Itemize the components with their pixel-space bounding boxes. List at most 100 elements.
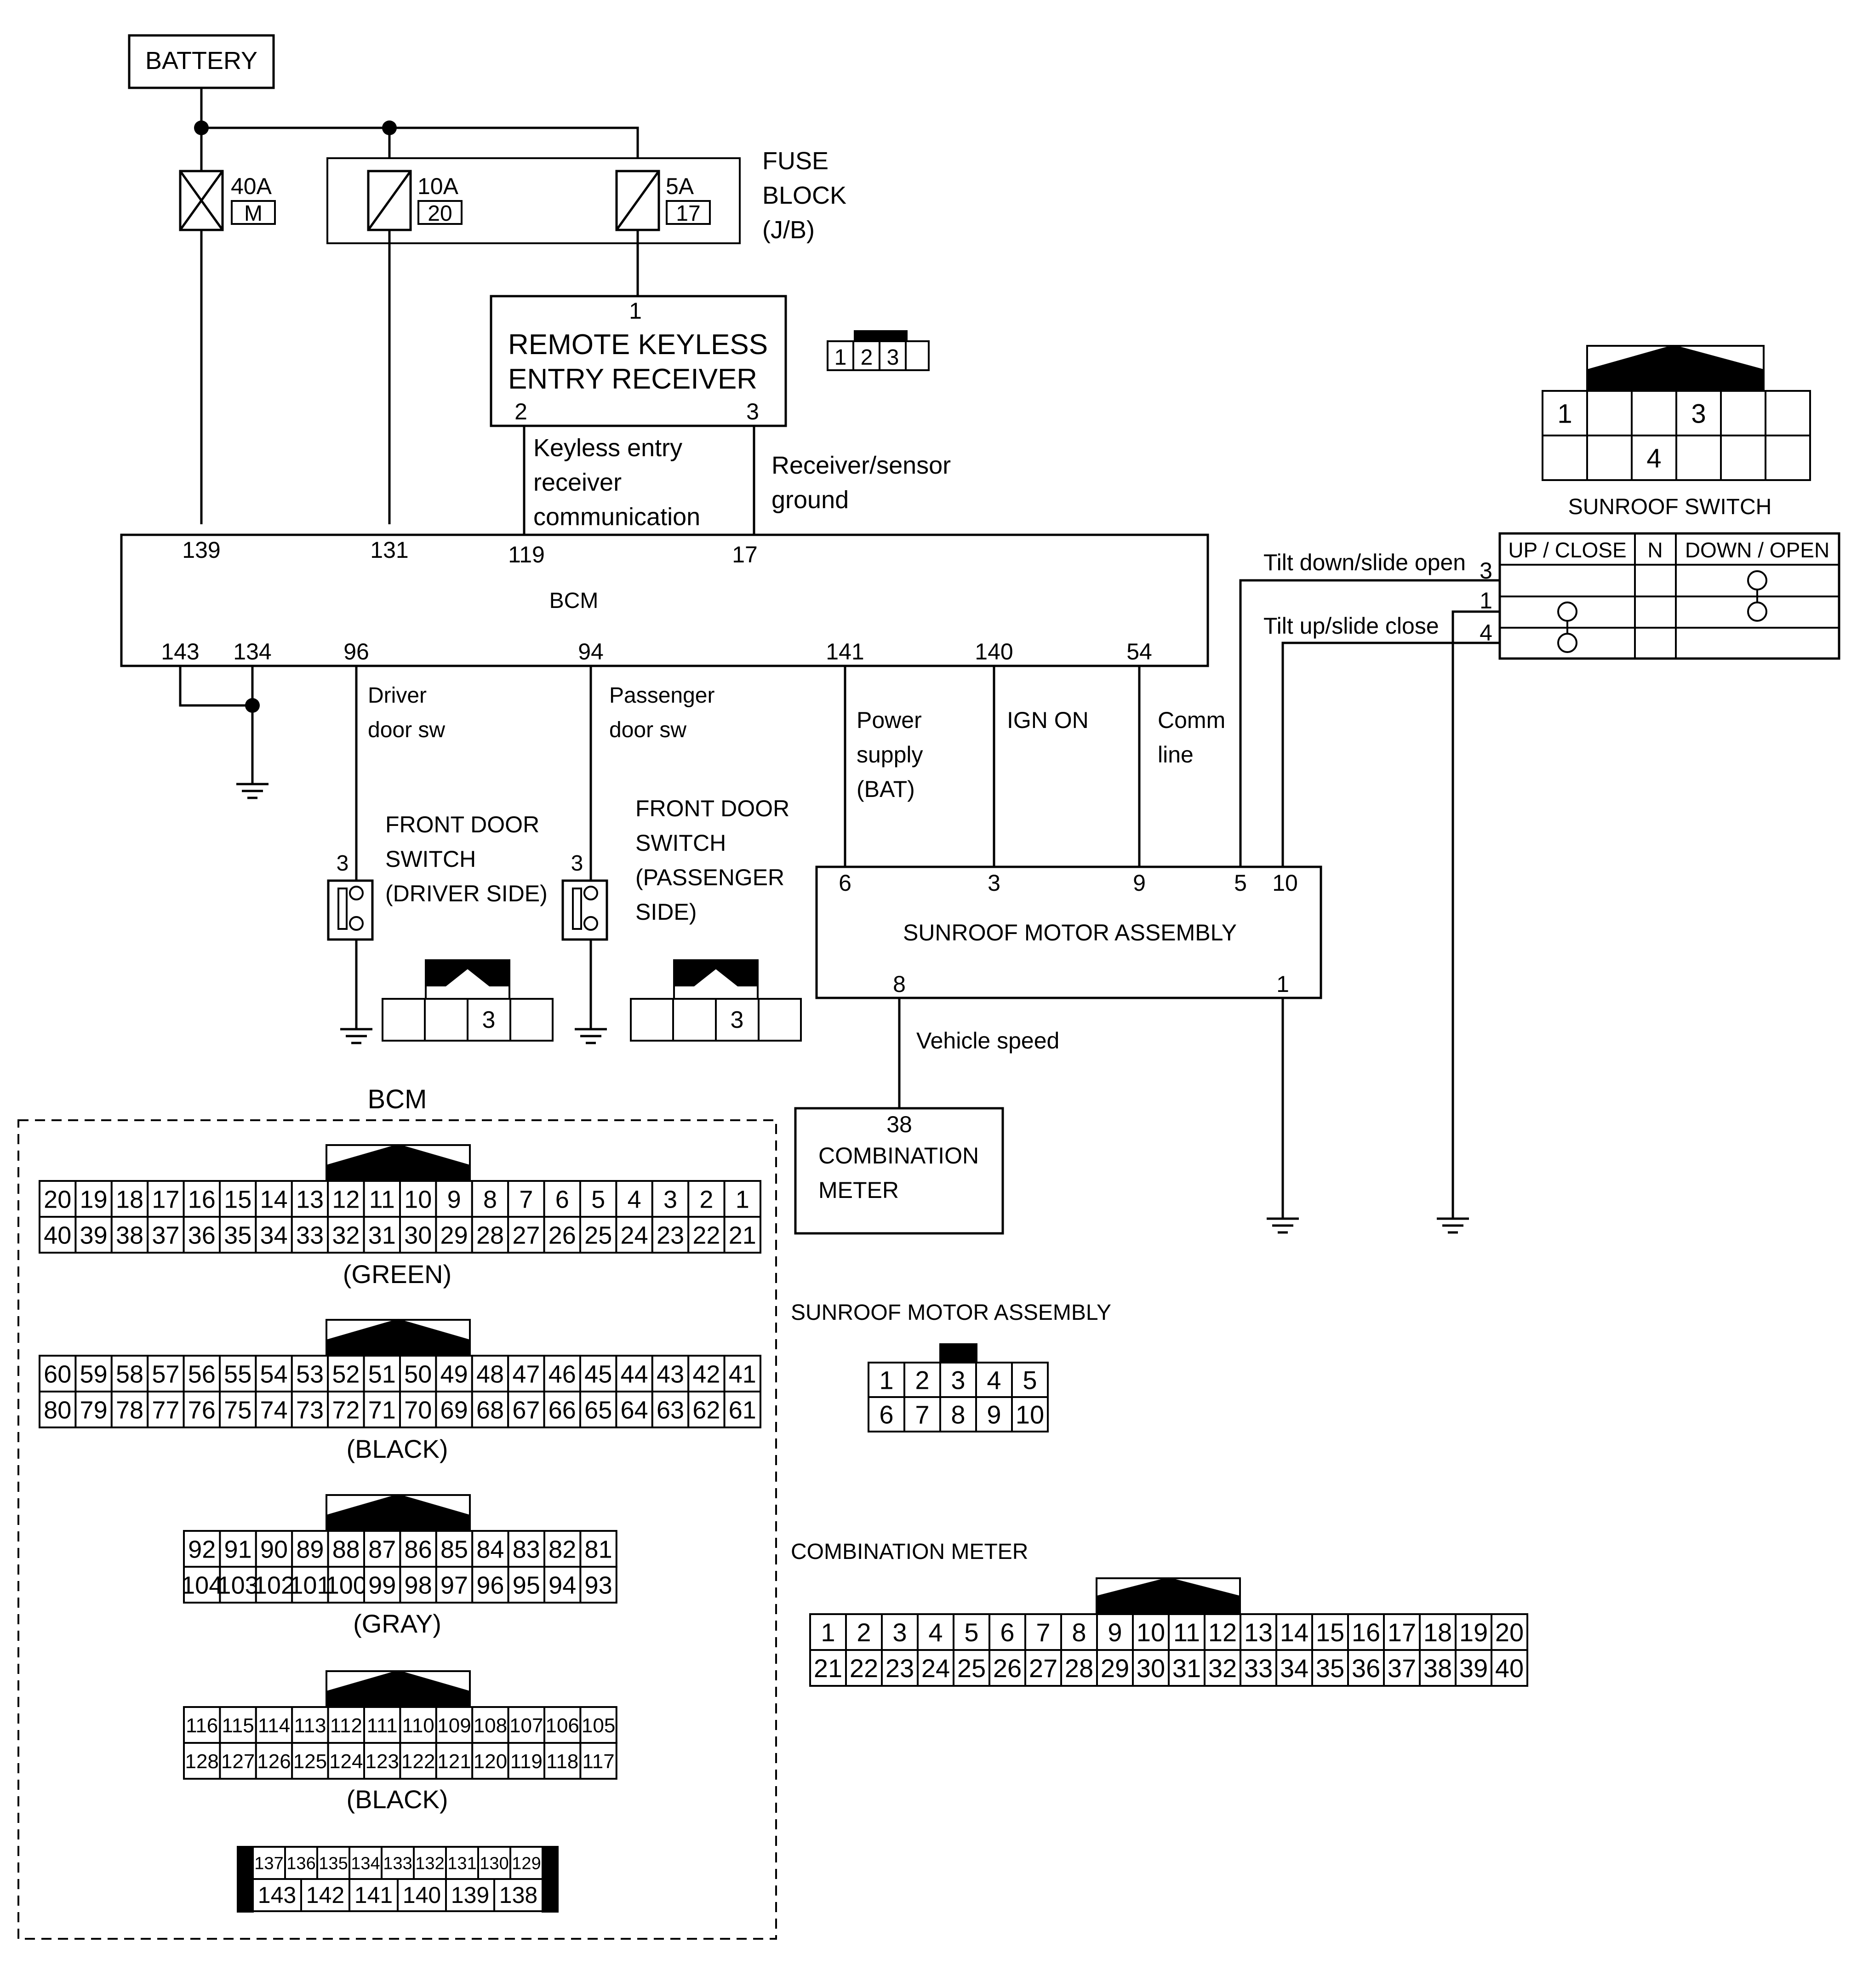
bcm-connector-cell <box>435 1530 474 1568</box>
sunroof-switch-connector-cell <box>1586 435 1633 481</box>
meter-connector-pin: 18 <box>1423 1618 1452 1647</box>
bcm-connector-small-cell <box>381 1846 415 1880</box>
ground-icon <box>575 1028 607 1044</box>
bcm-connector-pin: 92 <box>188 1535 216 1563</box>
remote-keyless-entry-receiver: 1 REMOTE KEYLESS ENTRY RECEIVER 2 3 <box>490 295 787 427</box>
bcm-connector-pin: 73 <box>296 1396 324 1424</box>
meter-connector-pin: 17 <box>1388 1618 1416 1647</box>
motor-pin: 9 <box>1133 870 1146 896</box>
bcm-connector-color: (GREEN) <box>343 1260 451 1289</box>
comm-wire-label-2: line <box>1158 742 1194 768</box>
bcm-connector-pin: 15 <box>224 1186 251 1213</box>
sunroof-switch-connector-pin: 4 <box>1646 443 1661 473</box>
fuse-block-label-2: BLOCK <box>762 182 846 209</box>
bcm-connector-cell <box>39 1391 77 1428</box>
bcm-connector-pin: 13 <box>296 1186 324 1213</box>
bcm-connector-small-cell <box>493 1878 543 1912</box>
bcm-connector-pin: 112 <box>330 1714 362 1737</box>
door-switch-passenger-label-1: FRONT DOOR <box>635 796 789 821</box>
driver-door-wire-label-2: door sw <box>368 718 445 742</box>
bcm-connector-cell <box>507 1391 545 1428</box>
rke-wire-label: Keyless entry receiver communication Rec… <box>533 434 951 531</box>
rke-wire2-label-2: receiver <box>533 469 622 496</box>
motor-pin: 5 <box>1234 870 1247 896</box>
sunroof-switch-connector-pin: 3 <box>1691 399 1706 429</box>
bcm-connector-pin: 120 <box>474 1750 507 1773</box>
motor-pin: 10 <box>1272 870 1298 896</box>
bcm-pin: 131 <box>370 537 408 563</box>
sunroof-switch-connector-cell <box>1586 390 1633 436</box>
power-wire-label-2: supply <box>857 742 923 768</box>
bcm-connector-cell <box>471 1566 509 1604</box>
bcm-connector-pin: 94 <box>549 1571 576 1599</box>
meter-connector-cell <box>988 1649 1026 1687</box>
bcm-connector-pin: 82 <box>549 1535 576 1563</box>
meter-connector-cell <box>1383 1649 1421 1687</box>
sunroof-switch-title: SUNROOF SWITCH <box>1568 495 1772 519</box>
bcm-connector-pin: 71 <box>368 1396 396 1424</box>
bcm-connector-pin: 59 <box>80 1360 108 1388</box>
front-door-switch-passenger: 3 FRONT DOOR SWITCH (PASSENGER SIDE) <box>561 796 789 1029</box>
bcm-connector-cell <box>219 1391 257 1428</box>
bcm-connector-cell <box>579 1391 617 1428</box>
meter-connector-pin: 25 <box>957 1654 986 1683</box>
bcm-connector-pin: 7 <box>519 1186 533 1213</box>
fuse-block: FUSE BLOCK (J/B) <box>326 147 846 244</box>
bcm-connector-cell <box>399 1742 437 1780</box>
bcm-connector-cell <box>579 1216 617 1254</box>
bcm-connector-cell <box>363 1742 401 1780</box>
sunroof-switch-connector-cell <box>1720 435 1766 481</box>
bcm-connector-pin: 75 <box>224 1396 251 1424</box>
meter-connector-pin: 5 <box>964 1618 978 1647</box>
motor-connector-pin: 6 <box>879 1400 893 1429</box>
bcm-connector-small-pin: 129 <box>512 1854 541 1873</box>
bcm-connector-cell <box>507 1566 545 1604</box>
bcm-connector-pin: 84 <box>476 1535 504 1563</box>
bcm-connector-pin: 103 <box>217 1571 259 1599</box>
bcm-label: BCM <box>549 589 599 613</box>
bcm-connector-small-pin: 142 <box>306 1882 344 1908</box>
bcm-connector-small-pin: 138 <box>499 1882 537 1908</box>
bcm-connector-cell <box>219 1216 257 1254</box>
bcm-connector-cell <box>651 1216 690 1254</box>
bcm-connector-pin: 122 <box>401 1750 435 1773</box>
door-switch-pin: 3 <box>337 851 349 876</box>
bcm-connector-pin: 10 <box>404 1186 432 1213</box>
bcm-connector-pin: 25 <box>584 1221 612 1249</box>
fuse-40a-rating: 40A <box>231 173 272 199</box>
bcm-connector-pin: 115 <box>222 1714 254 1737</box>
bcm-connector-small-cell <box>252 1878 302 1912</box>
bcm-connector-pin: 118 <box>546 1750 578 1773</box>
bcm-connector-pin: 21 <box>729 1221 756 1249</box>
meter-connector-pin: 29 <box>1101 1654 1129 1683</box>
rke-wire3-label-2: ground <box>771 486 849 514</box>
door-switch-passenger-label-2: SWITCH <box>635 830 726 856</box>
bcm-connector-cell <box>543 1566 582 1604</box>
bcm-connector-cell <box>147 1216 185 1254</box>
meter-connector-cell <box>1347 1613 1385 1651</box>
meter-connector-pin: 16 <box>1352 1618 1380 1647</box>
combination-meter: 38 COMBINATION METER <box>794 1107 1004 1235</box>
bcm-connector-pin: 93 <box>585 1571 612 1599</box>
meter-connector-pin: 32 <box>1208 1654 1237 1683</box>
meter-connector-cell <box>1132 1613 1170 1651</box>
fuse-block-label-1: FUSE <box>762 147 829 175</box>
junction-dot <box>382 120 397 135</box>
bcm-connector-cell <box>471 1706 509 1744</box>
bcm-connector-cell <box>651 1391 690 1428</box>
bcm-connector-pin: 72 <box>332 1396 360 1424</box>
bcm-connector-cell <box>363 1216 401 1254</box>
bcm-connector-cell <box>327 1530 365 1568</box>
fuse-5a: 5A 17 <box>615 170 711 296</box>
bcm-connector-pin: 101 <box>289 1571 331 1599</box>
sunroof-switch-col-n: N <box>1647 538 1663 562</box>
bcm-connector-pin: 42 <box>692 1360 720 1388</box>
bcm-connector-pin: 35 <box>224 1221 251 1249</box>
meter-connector-pin: 21 <box>814 1654 842 1683</box>
